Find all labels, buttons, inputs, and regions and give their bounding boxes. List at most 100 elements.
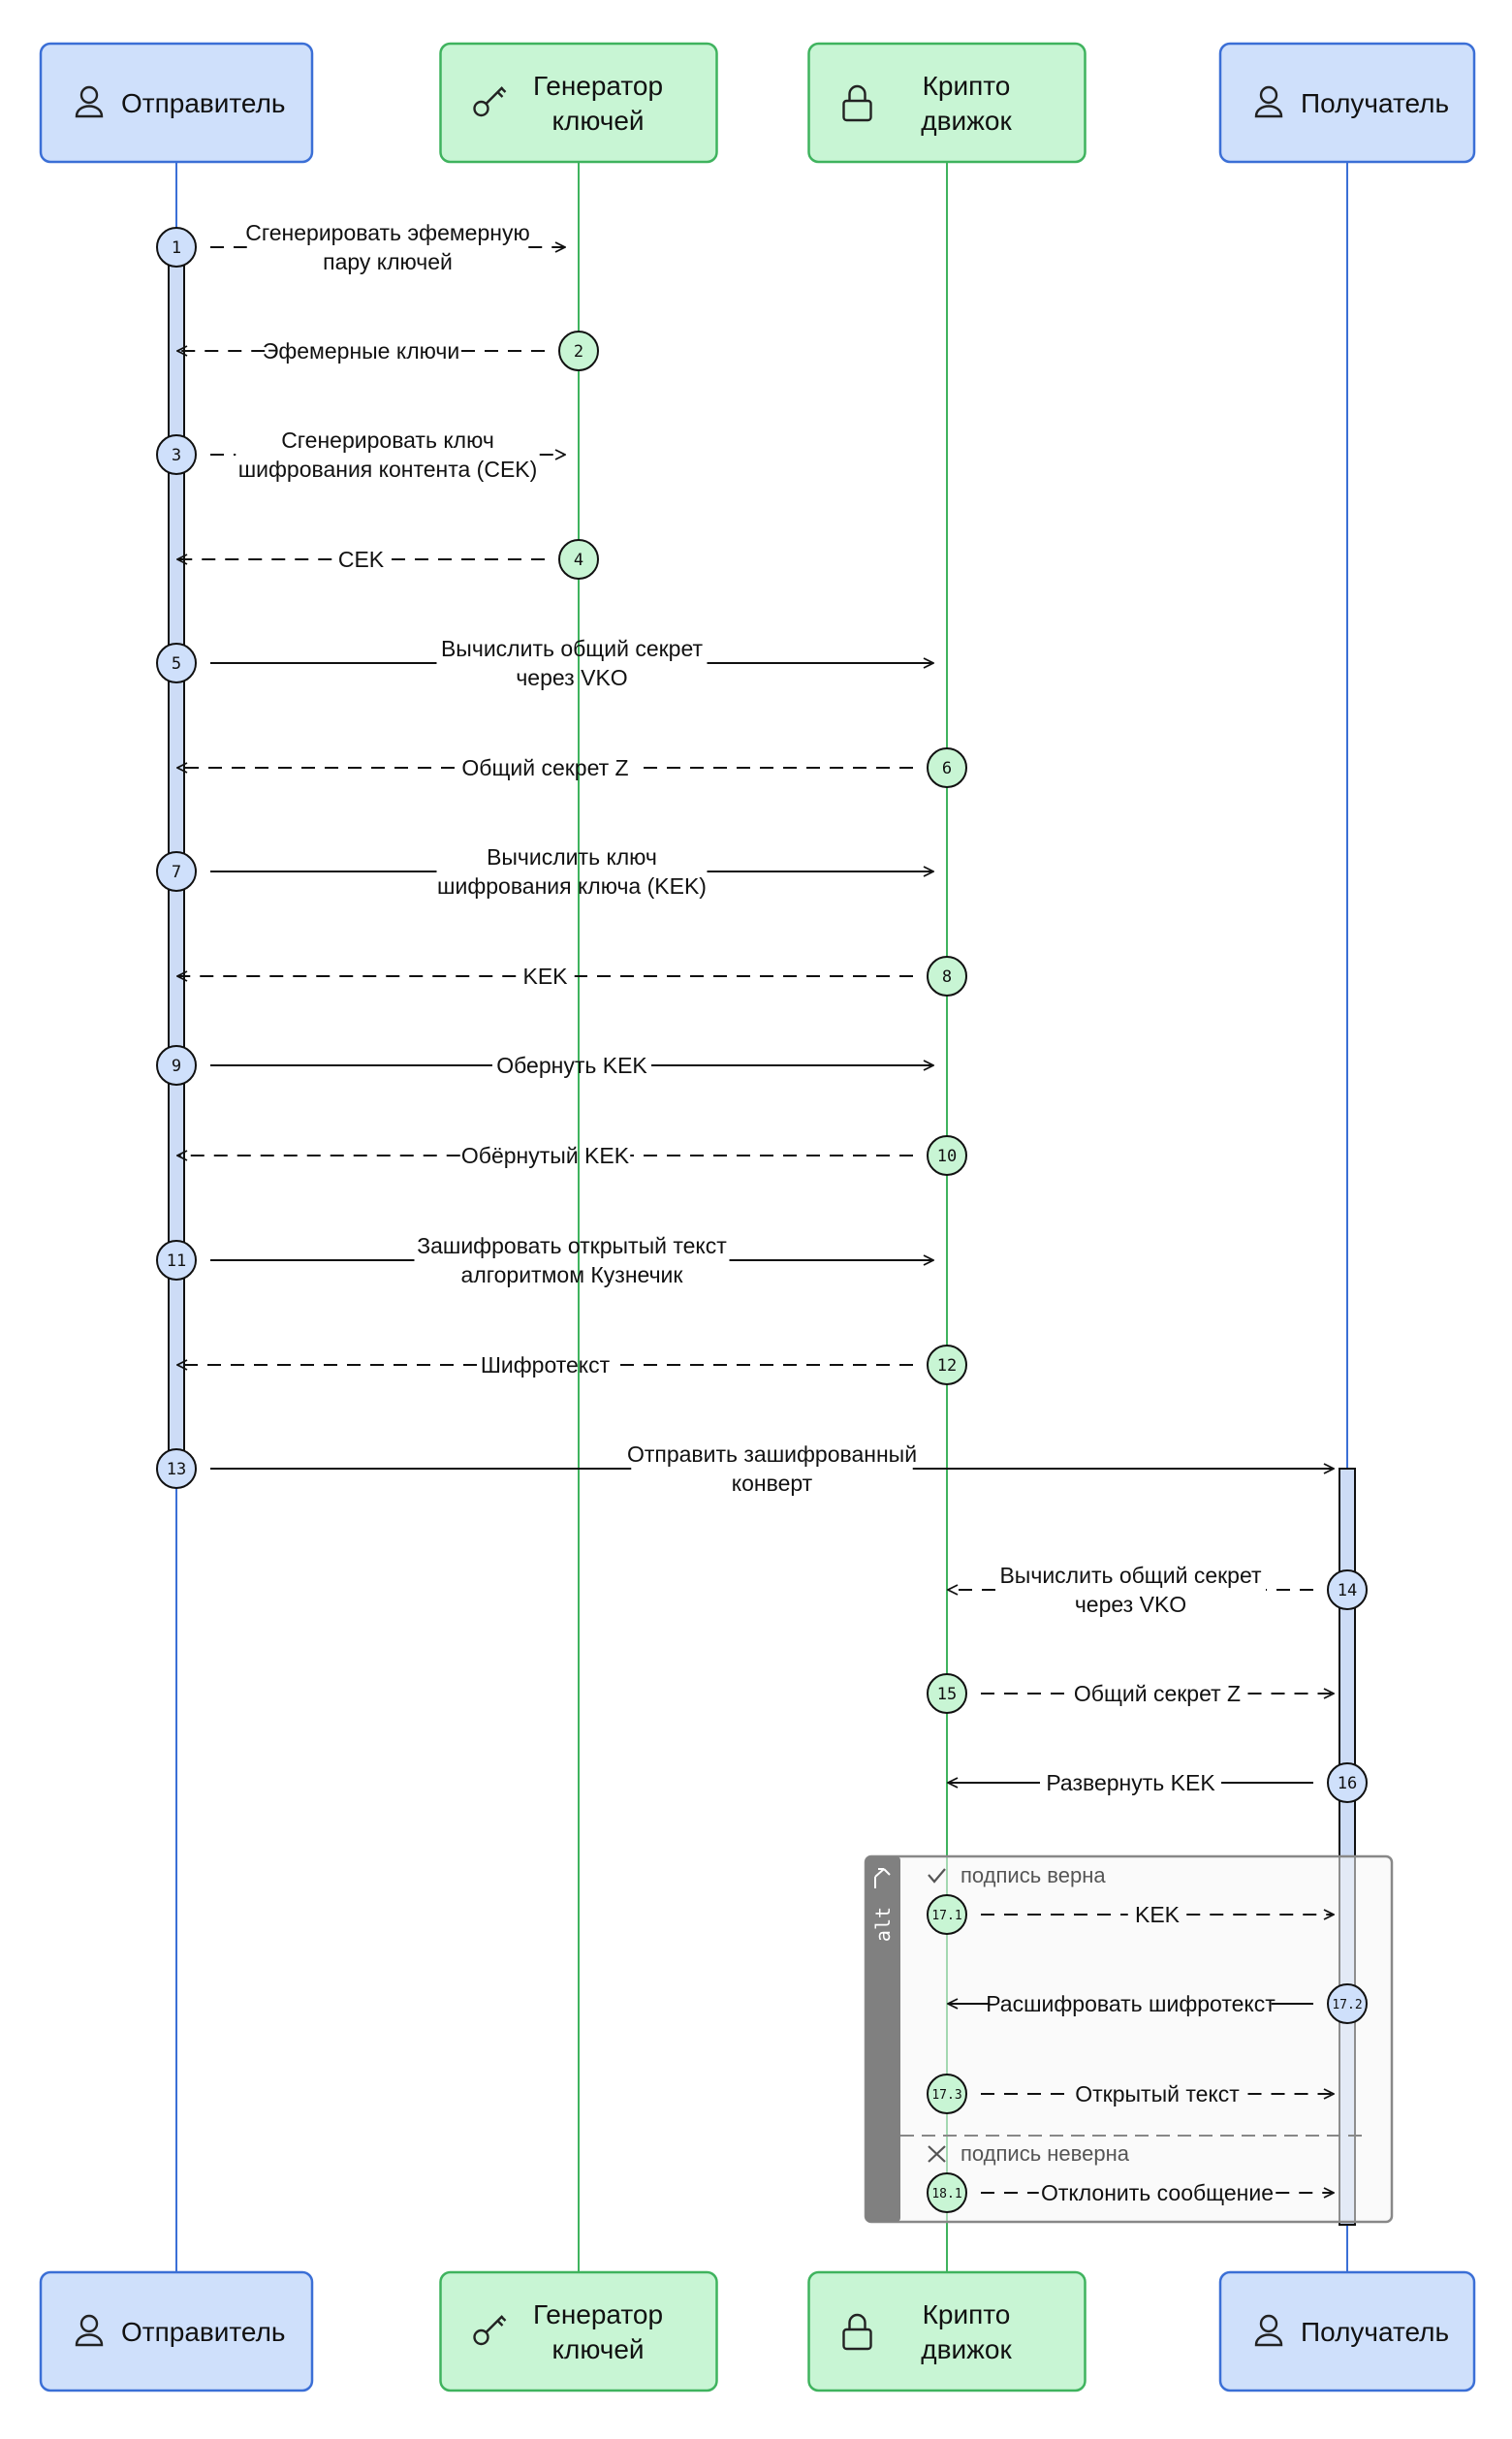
step-number-bubble [156,643,197,683]
message-17-2: Расшифровать шифротекст 17.2 [948,1983,1368,2024]
message-15: Общий секрет Z 15 [927,1673,1334,1714]
message-label: Общий секрет Z [1074,1681,1241,1706]
key-icon [473,86,507,117]
message-13: Отправить зашифрованный конверт 13 [156,1441,1334,1496]
message-label: Шифротекст [481,1352,611,1378]
step-number: 5 [172,654,181,674]
participant-box [439,2270,718,2392]
step-number-bubble [927,1345,967,1385]
message-label: алгоритмом Кузнечик [461,1262,684,1287]
step-number-bubble [927,2074,967,2114]
message-label: Зашифровать открытый текст [417,1233,727,1258]
message-label: Общий секрет Z [461,755,628,780]
step-number-bubble [1327,1762,1368,1803]
step-number-bubble [927,747,967,788]
message-9: Обернуть KEK 9 [156,1045,933,1086]
step-number: 14 [1338,1581,1357,1600]
step-number-bubble [156,1240,197,1281]
participant-crypto-bottom: Крипто движок [807,2270,1087,2392]
user-icon [1254,2314,1283,2347]
lock-icon [842,2313,872,2351]
user-icon [75,2314,104,2347]
participant-name: ключей [551,106,644,136]
step-number: 9 [172,1057,181,1076]
step-number: 17.1 [931,1909,961,1923]
participant-name: движок [921,2334,1012,2364]
participant-name: Крипто [923,71,1011,101]
check-icon [928,1868,946,1884]
step-number: 15 [937,1685,957,1704]
message-17-1: KEK 17.1 [927,1894,1334,1935]
step-number-bubble [1327,1983,1368,2024]
step-number: 18.1 [931,2187,961,2201]
message-11: Зашифровать открытый текст алгоритмом Куз… [156,1233,933,1287]
message-label: конверт [732,1471,813,1496]
step-number: 17.2 [1332,1998,1362,2012]
message-label: KEK [1135,1902,1181,1927]
message-3: Сгенерировать ключ шифрования контента (C… [156,428,565,482]
message-label: Открытый текст [1075,2081,1240,2106]
alt-guard-label: подпись верна [961,1863,1106,1887]
lock-icon [842,84,872,122]
message-4: CEK 4 [177,539,599,580]
participant-name: ключей [551,2334,644,2364]
step-number-bubble [927,1673,967,1714]
step-number-bubble [558,331,599,371]
participant-box [807,2270,1087,2392]
step-number-bubble [927,956,967,997]
user-icon [75,85,104,118]
message-label: Вычислить общий секрет [441,636,704,661]
step-number-bubble [927,1894,967,1935]
participant-name: Получатель [1301,88,1449,118]
message-label: Вычислить общий секрет [999,1563,1262,1588]
step-number: 1 [172,238,181,258]
message-label: Отклонить сообщение [1041,2180,1274,2205]
step-number: 11 [167,1251,186,1271]
participant-name: Отправитель [121,2317,286,2347]
step-number: 7 [172,863,181,882]
user-icon [1254,85,1283,118]
branch-icon [874,1868,891,1888]
message-label: Сгенерировать ключ [281,428,494,453]
participant-name: Крипто [923,2299,1011,2329]
message-label: Эфемерные ключи [263,338,459,364]
step-number: 13 [167,1460,186,1479]
participant-box [807,42,1087,164]
participant-box [1218,2270,1476,2392]
message-label: шифрования контента (CEK) [238,457,538,482]
alt-side-bar [866,1856,900,2222]
participant-box [39,42,314,164]
key-icon [473,2315,507,2346]
participant-box [439,42,718,164]
message-label: CEK [338,547,385,572]
cross-icon [928,2145,946,2163]
step-number-bubble [156,851,197,892]
message-label: Отправить зашифрованный [627,1441,917,1467]
step-number-bubble [927,1135,967,1176]
message-label: пару ключей [323,249,453,274]
step-number: 4 [574,551,583,570]
step-number-bubble [558,539,599,580]
participant-box [39,2270,314,2392]
step-number: 16 [1338,1774,1357,1793]
step-number: 8 [942,967,952,987]
step-number: 12 [937,1356,957,1376]
step-number-bubble [156,1448,197,1489]
message-label: Расшифровать шифротекст [986,1991,1276,2016]
participant-receiver-bottom: Получатель [1218,2270,1476,2392]
participant-crypto-top: Крипто движок [807,42,1087,164]
message-label: Обернуть KEK [496,1053,647,1078]
participant-sender-bottom: Отправитель [39,2270,314,2392]
participant-name: движок [921,106,1012,136]
